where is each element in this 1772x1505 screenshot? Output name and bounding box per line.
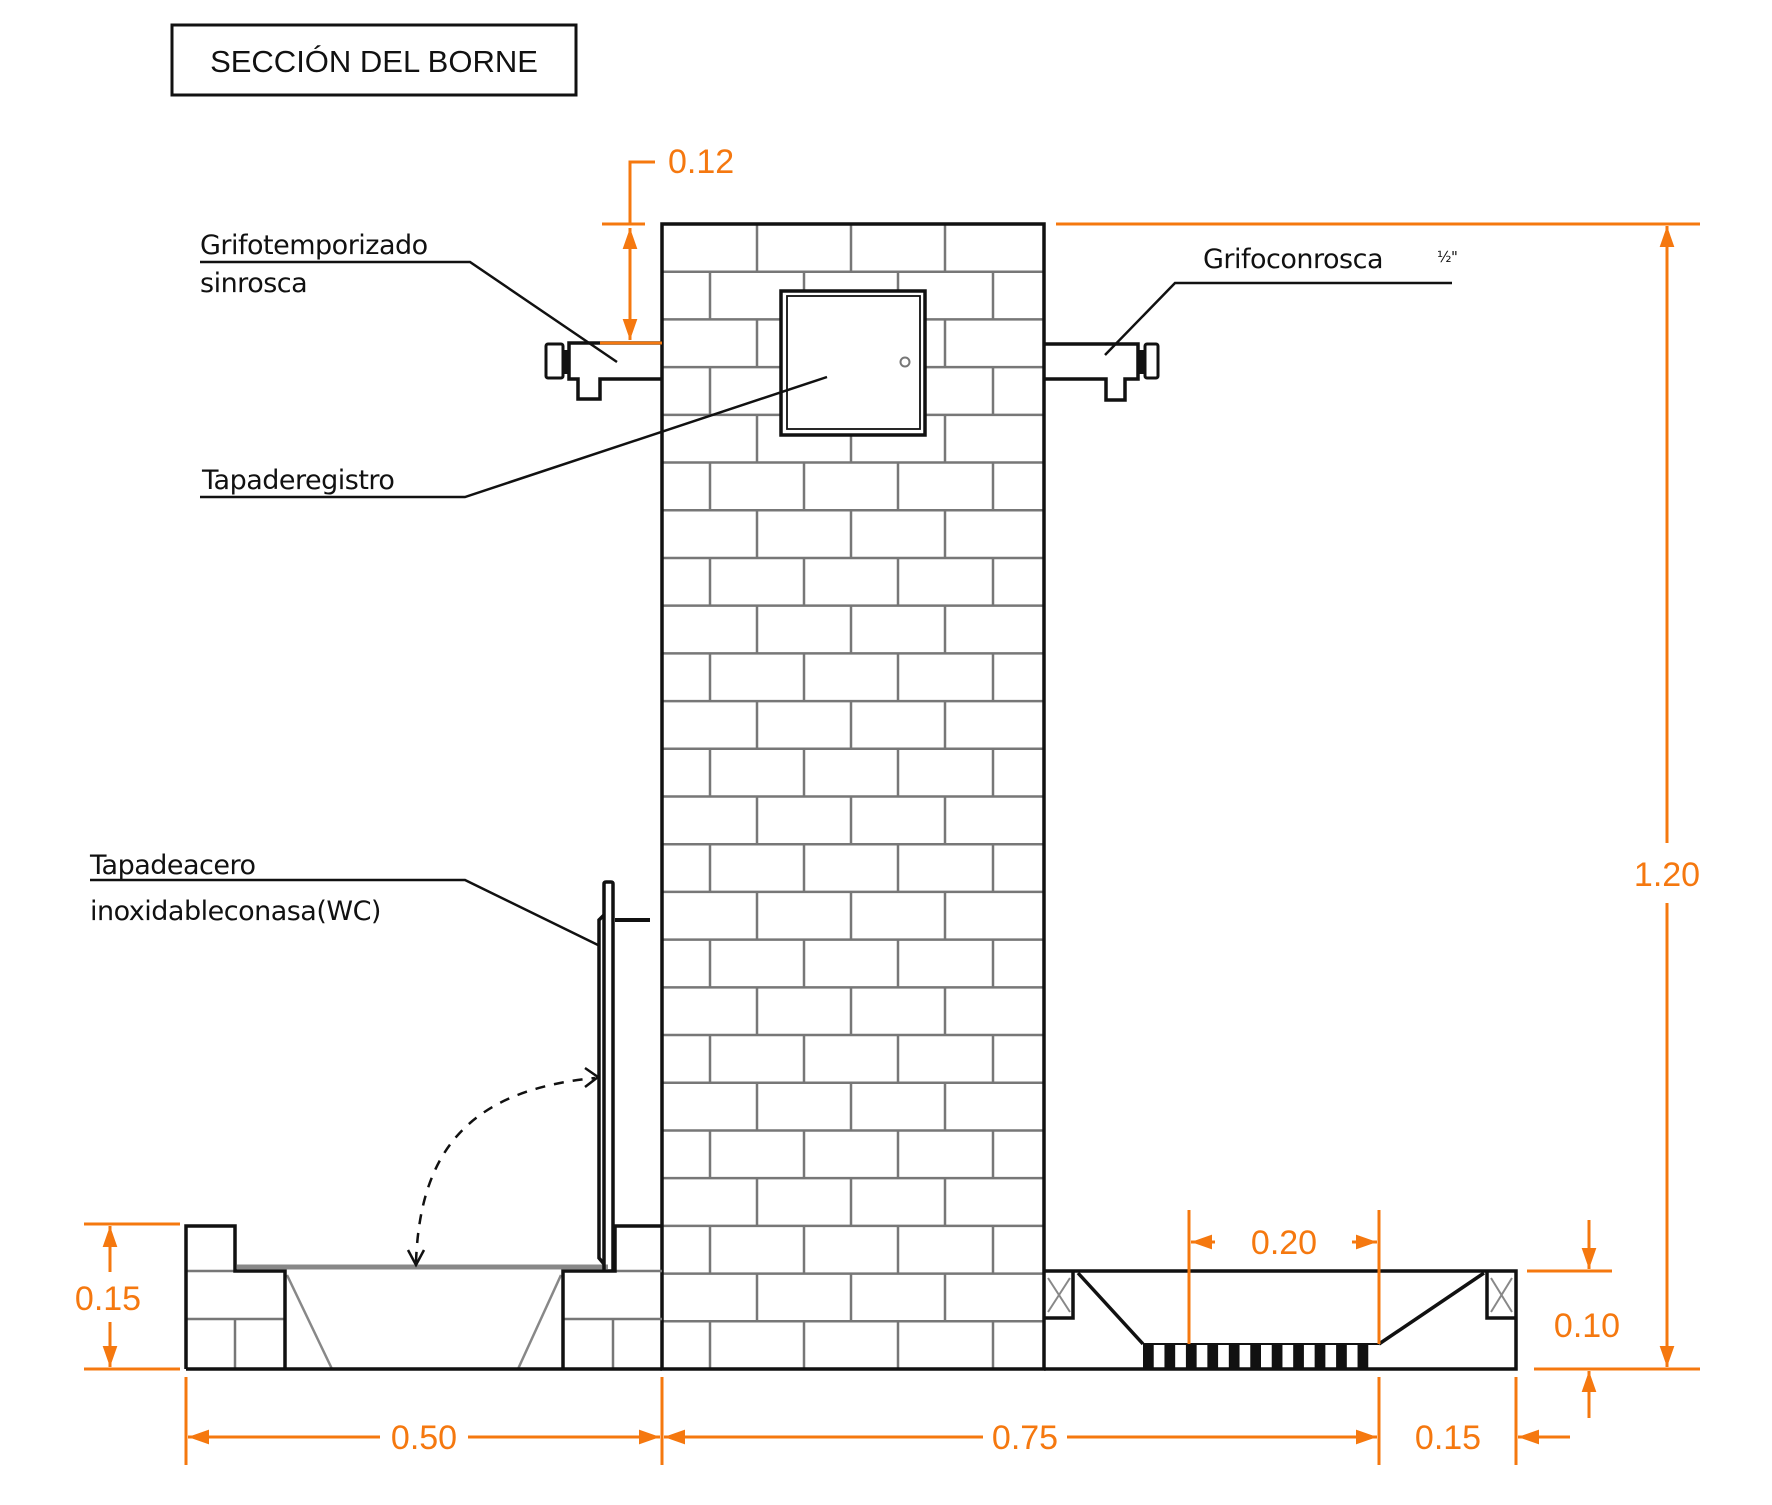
grate-bar	[1314, 1344, 1326, 1369]
grate-bar	[1164, 1344, 1176, 1369]
dim-channel-edge-value: 0.15	[1415, 1419, 1481, 1457]
timed-faucet-label: Grifotemporizado	[200, 230, 428, 261]
threaded-faucet	[1044, 342, 1160, 402]
faucet-neck	[1138, 350, 1145, 374]
annotation-leaders	[90, 260, 1452, 948]
timed-faucet	[544, 341, 662, 401]
grate-bar	[1185, 1344, 1197, 1369]
access-cover-lock-icon	[899, 356, 911, 368]
dim-channel-edge: 0.15	[1415, 1419, 1570, 1457]
grate-bar	[1250, 1344, 1261, 1369]
access-cover-frame	[779, 289, 927, 437]
dim-channel-depth: 0.10	[1527, 1220, 1620, 1418]
channel-box-right	[1490, 1277, 1513, 1313]
dim-column-width: 0.75	[664, 1419, 1377, 1457]
grate-bar	[1143, 1344, 1154, 1369]
drawing-title: SECCIÓN DEL BORNE	[210, 44, 538, 79]
steel-lid-label-2: inoxidableconasa(WC)	[90, 896, 381, 927]
dim-basin-height-value: 0.15	[75, 1280, 141, 1318]
dim-column-width-value: 0.75	[992, 1419, 1058, 1457]
dim-faucet-offset: 0.12	[600, 143, 734, 345]
dim-basin-width: 0.50	[188, 1419, 660, 1457]
title-frame	[170, 23, 578, 97]
faucet-handle	[1143, 342, 1160, 380]
grate-bar	[1293, 1344, 1304, 1369]
faucet-neck	[563, 350, 569, 374]
faucet-push-button	[544, 342, 565, 380]
steel-lid-label: Tapadeacero	[89, 850, 256, 881]
grate-bar	[1336, 1344, 1347, 1369]
threaded-faucet-label: Grifoconrosca	[1203, 244, 1383, 275]
hopper-right-side	[516, 1274, 563, 1370]
dim-grate-width: 0.20	[1187, 1210, 1381, 1344]
access-cover	[779, 289, 927, 437]
grate-bar	[1357, 1344, 1369, 1369]
swing-arrow-up-icon	[584, 1066, 601, 1088]
title-block: SECCIÓN DEL BORNE	[170, 23, 578, 97]
lid-swing-arc	[414, 1076, 596, 1263]
dim-total-height: 1.20	[1056, 222, 1700, 1371]
access-cover-label: Tapaderegistro	[201, 465, 394, 496]
grate-bar	[1207, 1344, 1219, 1369]
grate-bar	[1228, 1344, 1240, 1369]
dim-basin-width-value: 0.50	[391, 1419, 457, 1457]
swing-arrow-down-icon	[406, 1249, 426, 1268]
dim-channel-depth-value: 0.10	[1554, 1307, 1620, 1345]
channel-box-left	[1047, 1277, 1071, 1313]
drain-grate	[1143, 1343, 1379, 1369]
threaded-faucet-size: ½"	[1437, 248, 1457, 266]
dim-basin-height: 0.15	[75, 1222, 180, 1371]
dim-faucet-offset-value: 0.12	[668, 143, 734, 181]
brick-column-joints	[662, 224, 1044, 1369]
grate-bar	[1271, 1344, 1283, 1369]
dimension-lines: 0.12 1.20 0.15 0.50	[75, 143, 1700, 1465]
drainage-channel	[1044, 1269, 1518, 1371]
steel-lid	[406, 880, 650, 1270]
access-cover-inner	[786, 295, 921, 430]
wc-basin	[184, 1224, 662, 1371]
dim-total-height-value: 1.20	[1634, 856, 1700, 894]
timed-faucet-label-2: sinrosca	[200, 268, 307, 299]
dim-grate-width-value: 0.20	[1251, 1224, 1317, 1262]
hopper-left-side	[285, 1274, 334, 1370]
brick-column	[660, 222, 1046, 1371]
